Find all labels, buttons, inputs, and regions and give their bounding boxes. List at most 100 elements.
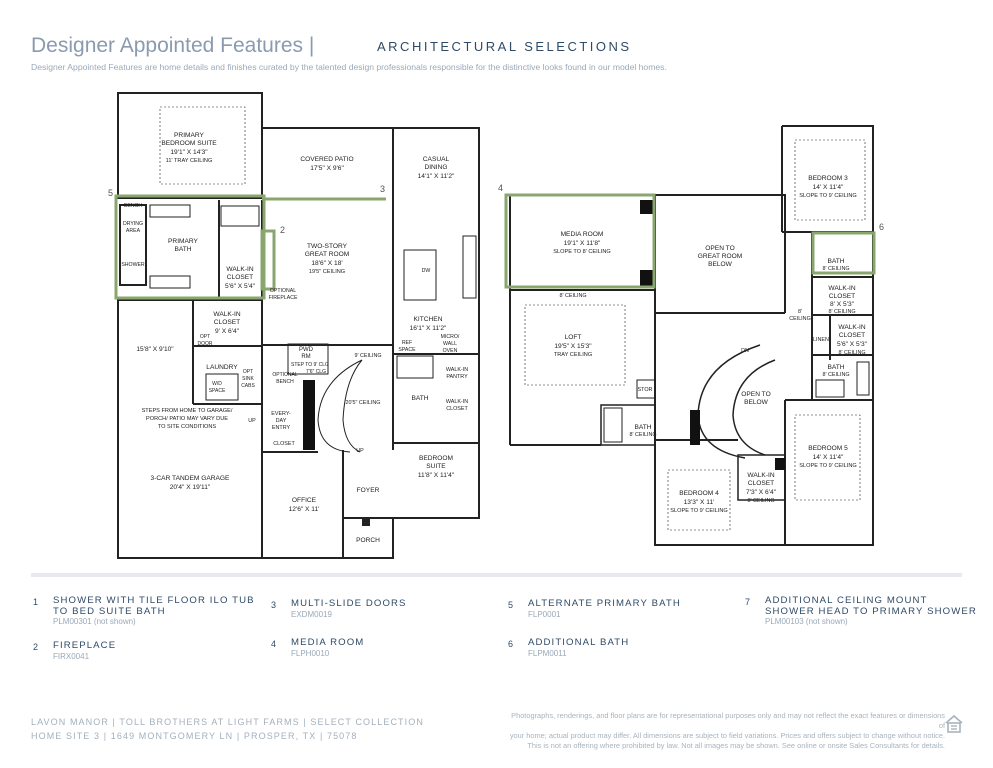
- label-casual-dining: CASUAL: [423, 156, 450, 163]
- feature-name: ALTERNATE PRIMARY BATH: [528, 598, 681, 609]
- svg-text:8' X 5'3": 8' X 5'3": [830, 301, 855, 308]
- label-shower: SHOWER: [121, 262, 145, 268]
- svg-text:14'1" X 11'2": 14'1" X 11'2": [418, 173, 455, 180]
- label-walk-in-closet-b4: WALK-IN: [747, 472, 774, 479]
- feature-code: FIRX0041: [53, 652, 90, 661]
- label-great-room: TWO-STORY: [307, 243, 348, 250]
- svg-text:BENCH: BENCH: [276, 379, 294, 385]
- svg-text:19'1" X 11'8": 19'1" X 11'8": [564, 240, 601, 247]
- plan-callouts: 5 2 3 4 6: [108, 183, 884, 235]
- label-wd-space: W/D: [212, 381, 222, 387]
- svg-text:CLOSET: CLOSET: [227, 274, 253, 281]
- svg-text:11' TRAY CEILING: 11' TRAY CEILING: [166, 158, 213, 164]
- feature-name: MEDIA ROOM: [291, 637, 365, 648]
- svg-text:14' X 11'4": 14' X 11'4": [813, 184, 844, 191]
- feature-name: ADDITIONAL CEILING MOUNT SHOWER HEAD TO …: [765, 595, 977, 617]
- label-walk-in-closet-primary: WALK-IN: [226, 266, 253, 273]
- svg-text:11'8" X 11'4": 11'8" X 11'4": [418, 472, 455, 479]
- svg-text:8' CEILING: 8' CEILING: [629, 432, 656, 438]
- label-stair-ceiling: 20'5" CEILING: [345, 400, 380, 406]
- label-dw: DW: [422, 268, 431, 274]
- svg-text:WALL: WALL: [443, 341, 457, 347]
- label-closet: CLOSET: [273, 441, 295, 447]
- label-stor: STOR: [638, 387, 653, 393]
- label-linen: LINEN: [813, 337, 829, 343]
- svg-text:BELOW: BELOW: [708, 261, 733, 268]
- label-walk-in-closet-3: WALK-IN: [446, 399, 468, 405]
- second-floor-labels: MEDIA ROOM 19'1" X 11'8" SLOPE TO 8' CEI…: [553, 175, 867, 514]
- label-up-entry: UP: [248, 418, 256, 424]
- label-bath-first: BATH: [411, 395, 428, 402]
- svg-text:18'6" X 18': 18'6" X 18': [311, 260, 342, 267]
- svg-text:8' CEILING: 8' CEILING: [828, 309, 855, 315]
- svg-text:8' CEILING: 8' CEILING: [822, 266, 849, 272]
- label-drying-area: DRYING: [123, 221, 143, 227]
- label-eight-ceiling: 8' CEILING: [559, 293, 586, 299]
- svg-text:CABS: CABS: [241, 383, 255, 389]
- label-garage-dim: 15'8" X 9'10": [136, 346, 174, 353]
- label-foyer: FOYER: [357, 487, 380, 494]
- label-step-to-ceiling: STEP TO 9' CLG: [291, 362, 329, 368]
- label-up-stair: UP: [356, 448, 364, 454]
- feature-code: FLPM0011: [528, 649, 567, 658]
- label-walk-in-pantry: WALK-IN: [446, 367, 468, 373]
- feature-name: FIREPLACE: [53, 640, 117, 651]
- feature-code: FLPH0010: [291, 649, 330, 658]
- label-walk-in-closet-b3: WALK-IN: [828, 285, 855, 292]
- callout-6: 6: [879, 222, 884, 232]
- label-bedroom-3: BEDROOM 3: [808, 175, 848, 182]
- disclaimer: Photographs, renderings, and floor plans…: [509, 711, 945, 750]
- svg-text:PORCH/ PATIO MAY VARY DUE: PORCH/ PATIO MAY VARY DUE: [146, 416, 228, 422]
- svg-text:5'6" X 5'3": 5'6" X 5'3": [837, 341, 868, 348]
- label-bedroom-suite: BEDROOM: [419, 455, 453, 462]
- label-porch: PORCH: [356, 537, 380, 544]
- label-garage: 3-CAR TANDEM GARAGE: [151, 475, 230, 482]
- label-laundry: LAUNDRY: [206, 364, 238, 371]
- label-bath-left: BATH: [634, 424, 651, 431]
- svg-text:BELOW: BELOW: [744, 399, 769, 406]
- svg-text:9' X 6'4": 9' X 6'4": [215, 328, 240, 335]
- label-covered-patio: COVERED PATIO: [300, 156, 353, 163]
- label-primary-bath: PRIMARY: [168, 238, 199, 245]
- svg-text:19'1" X 14'3": 19'1" X 14'3": [170, 149, 208, 156]
- label-primary-bedroom: PRIMARY: [174, 132, 205, 139]
- svg-text:8' CEILING: 8' CEILING: [822, 372, 849, 378]
- svg-text:SLOPE TO 9' CEILING: SLOPE TO 9' CEILING: [670, 508, 727, 514]
- svg-text:SLOPE TO 9' CEILING: SLOPE TO 9' CEILING: [799, 193, 856, 199]
- equal-housing-opportunity-icon: [945, 714, 963, 733]
- feature-number: 4: [271, 639, 277, 649]
- svg-text:ENTRY: ENTRY: [272, 425, 291, 431]
- feature-name: ADDITIONAL BATH: [528, 637, 630, 648]
- second-floor-highlights: [504, 193, 876, 289]
- feature-name: MULTI-SLIDE DOORS: [291, 598, 407, 609]
- svg-text:GREAT ROOM: GREAT ROOM: [698, 253, 742, 260]
- feature-name: SHOWER WITH TILE FLOOR ILO TUB TO BED SU…: [53, 595, 255, 617]
- svg-text:BATH: BATH: [174, 246, 191, 253]
- svg-text:CLOSET: CLOSET: [829, 293, 855, 300]
- svg-text:FIREPLACE: FIREPLACE: [269, 295, 298, 301]
- first-floor-labels: PRIMARY BEDROOM SUITE 19'1" X 14'3" 11' …: [121, 132, 468, 544]
- svg-text:8' CEILING: 8' CEILING: [747, 498, 774, 504]
- label-open-great-room: OPEN TO: [705, 245, 734, 252]
- feature-number: 6: [508, 639, 514, 649]
- feature-code: EXDM0019: [291, 610, 332, 619]
- svg-text:12'6" X 11': 12'6" X 11': [289, 506, 320, 513]
- label-opt-sink-cabs: OPT: [243, 369, 253, 375]
- svg-text:CLOSET: CLOSET: [446, 406, 468, 412]
- feature-number: 7: [745, 597, 751, 607]
- page-title: Designer Appointed Features |: [31, 34, 315, 57]
- svg-text:CLOSET: CLOSET: [214, 319, 240, 326]
- svg-text:SPACE: SPACE: [209, 388, 226, 394]
- svg-text:AREA: AREA: [126, 228, 141, 234]
- callout-4: 4: [498, 183, 503, 193]
- svg-text:SLOPE TO 8' CEILING: SLOPE TO 8' CEILING: [553, 249, 610, 255]
- feature-number: 5: [508, 600, 514, 610]
- svg-text:7'6" CLG: 7'6" CLG: [306, 369, 326, 375]
- svg-text:17'5" X 9'6": 17'5" X 9'6": [310, 165, 344, 172]
- label-pwd-rm: PWD: [299, 347, 314, 353]
- svg-text:PANTRY: PANTRY: [446, 374, 468, 380]
- address-line: HOME SITE 3 | 1649 MONTGOMERY LN | PROSP…: [31, 731, 358, 741]
- label-bath-b5: BATH: [827, 364, 844, 371]
- label-steps-note: STEPS FROM HOME TO GARAGE/: [142, 408, 233, 414]
- page-subtitle: Designer Appointed Features are home det…: [31, 62, 667, 72]
